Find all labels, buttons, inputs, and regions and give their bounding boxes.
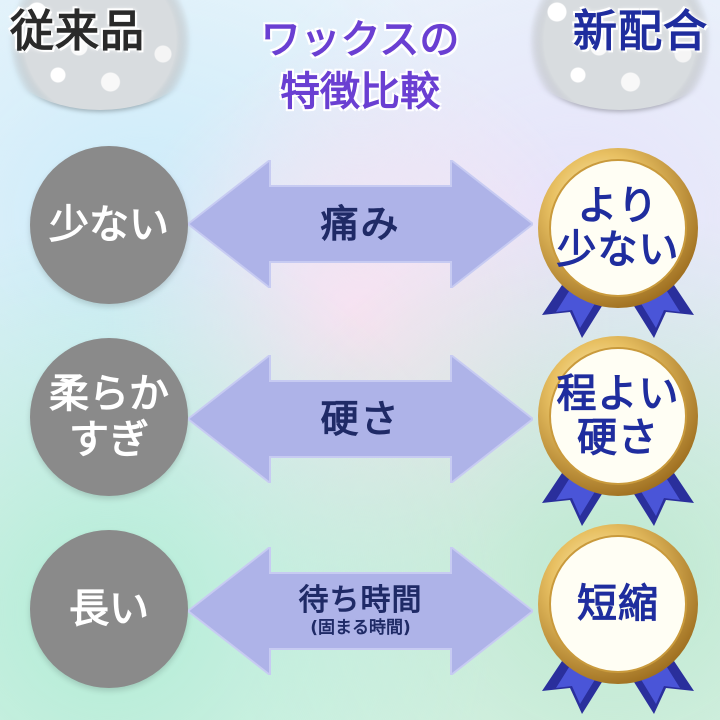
old-value-circle-pain: 少ない	[30, 146, 188, 304]
new-formula-label: 新配合	[573, 6, 708, 57]
old-value-text: すぎ	[69, 417, 149, 463]
double-arrow-icon	[188, 355, 533, 483]
old-value-text: 長い	[69, 586, 149, 632]
comparison-title: ワックスの 特徴比較	[230, 14, 490, 118]
title-line-2: 特徴比較	[280, 69, 440, 115]
new-value-line: 少ない	[556, 227, 680, 273]
old-value-text: 柔らか	[49, 371, 169, 417]
medal-pain: より 少ない	[520, 140, 716, 340]
new-value-line: より	[577, 183, 659, 229]
new-value-line: 程よい	[556, 371, 680, 417]
gold-medal-icon	[538, 336, 698, 526]
attribute-label: 硬さ	[320, 397, 401, 441]
wax-pellets-left	[0, 0, 205, 110]
new-value-line: 硬さ	[577, 415, 659, 461]
new-value-line: 短縮	[577, 581, 659, 627]
double-arrow-pain: 痛み	[188, 160, 533, 288]
attribute-label: 痛み	[320, 202, 401, 246]
double-arrow-hardness: 硬さ	[188, 355, 533, 483]
old-value-circle-hardness: 柔らか すぎ	[30, 338, 188, 496]
gold-medal-icon	[538, 148, 698, 338]
attribute-sub-label: (固まる時間)	[310, 618, 411, 638]
attribute-label: 待ち時間	[298, 583, 423, 618]
double-arrow-icon	[188, 547, 533, 675]
double-arrow-icon	[188, 160, 533, 288]
conventional-product-label: 従来品	[10, 6, 145, 57]
wax-pellets-right	[515, 0, 720, 110]
old-value-circle-wait-time: 長い	[30, 530, 188, 688]
medal-hardness: 程よい 硬さ	[520, 328, 716, 528]
gold-medal-icon	[538, 524, 698, 714]
title-line-1: ワックスの	[260, 17, 460, 63]
medal-wait-time: 短縮	[520, 516, 716, 716]
old-value-text: 少ない	[49, 202, 169, 248]
double-arrow-wait-time: 待ち時間 (固まる時間)	[188, 547, 533, 675]
